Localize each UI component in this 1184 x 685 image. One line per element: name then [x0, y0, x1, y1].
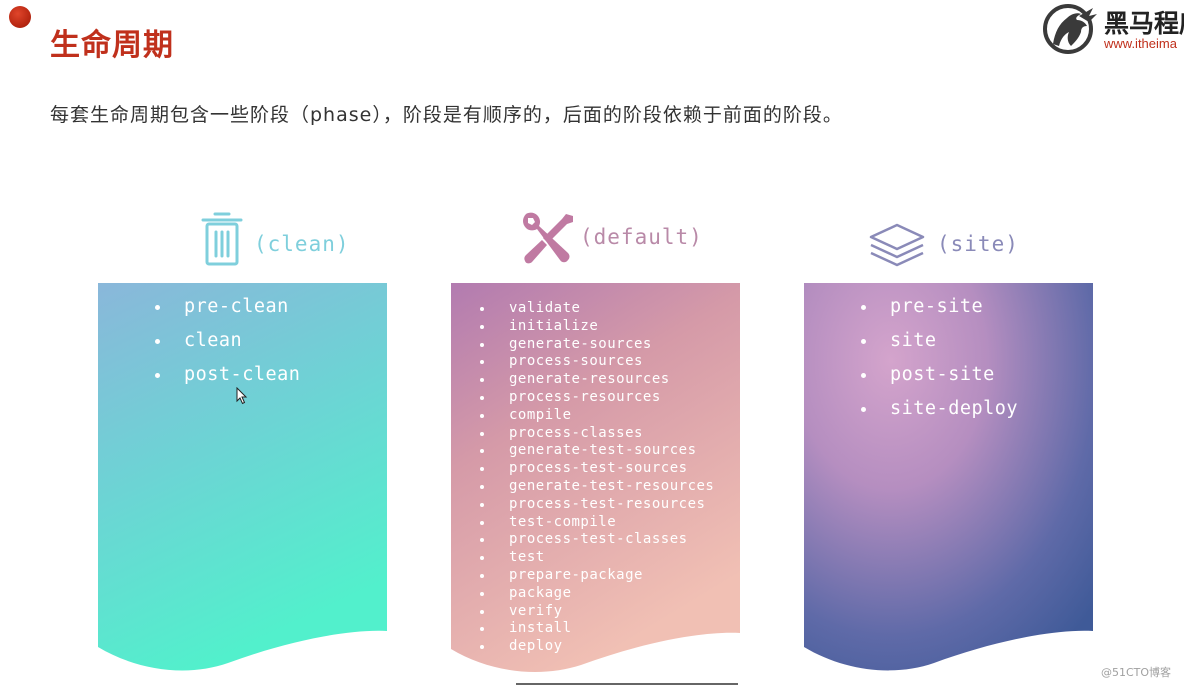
site-heading: (site) — [937, 232, 1019, 256]
list-item: process-resources — [478, 389, 714, 407]
list-item: generate-test-sources — [478, 442, 714, 460]
list-item: generate-sources — [478, 336, 714, 354]
site-phase-list: pre-site site post-site site-deploy — [858, 293, 1018, 429]
trash-icon — [201, 212, 243, 266]
horse-logo-icon — [1043, 4, 1097, 54]
list-item: process-test-classes — [478, 531, 714, 549]
list-item: post-clean — [152, 361, 300, 395]
list-item: clean — [152, 327, 300, 361]
list-item: pre-clean — [152, 293, 300, 327]
clean-card: pre-clean clean post-clean — [98, 283, 387, 678]
slide-subtitle: 每套生命周期包含一些阶段（phase），阶段是有顺序的，后面的阶段依赖于前面的阶… — [50, 104, 843, 126]
tools-icon — [523, 212, 573, 264]
clean-heading: (clean) — [254, 232, 350, 256]
slide-title: 生命周期 — [50, 28, 174, 63]
list-item: package — [478, 585, 714, 603]
list-item: process-classes — [478, 425, 714, 443]
list-item: generate-resources — [478, 371, 714, 389]
divider — [516, 683, 738, 685]
layers-icon — [869, 223, 925, 267]
list-item: site-deploy — [858, 395, 1018, 429]
list-item: process-sources — [478, 353, 714, 371]
logo-url: www.itheima — [1104, 36, 1177, 51]
list-item: process-test-sources — [478, 460, 714, 478]
list-item: generate-test-resources — [478, 478, 714, 496]
list-item: compile — [478, 407, 714, 425]
watermark: @51CTO博客 — [1101, 666, 1172, 679]
list-item: process-test-resources — [478, 496, 714, 514]
list-item: site — [858, 327, 1018, 361]
list-item: test-compile — [478, 514, 714, 532]
clean-phase-list: pre-clean clean post-clean — [152, 293, 300, 395]
mouse-cursor-icon — [236, 387, 248, 405]
site-card: pre-site site post-site site-deploy — [804, 283, 1093, 678]
list-item: post-site — [858, 361, 1018, 395]
corner-dot — [9, 6, 31, 28]
list-item: deploy — [478, 638, 714, 656]
list-item: verify — [478, 603, 714, 621]
list-item: prepare-package — [478, 567, 714, 585]
logo-text: 黑马程序 — [1104, 9, 1184, 38]
default-phase-list: validate initialize generate-sources pro… — [478, 300, 714, 656]
list-item: pre-site — [858, 293, 1018, 327]
list-item: initialize — [478, 318, 714, 336]
list-item: test — [478, 549, 714, 567]
default-heading: (default) — [580, 225, 703, 249]
list-item: validate — [478, 300, 714, 318]
list-item: install — [478, 620, 714, 638]
default-card: validate initialize generate-sources pro… — [451, 283, 740, 678]
